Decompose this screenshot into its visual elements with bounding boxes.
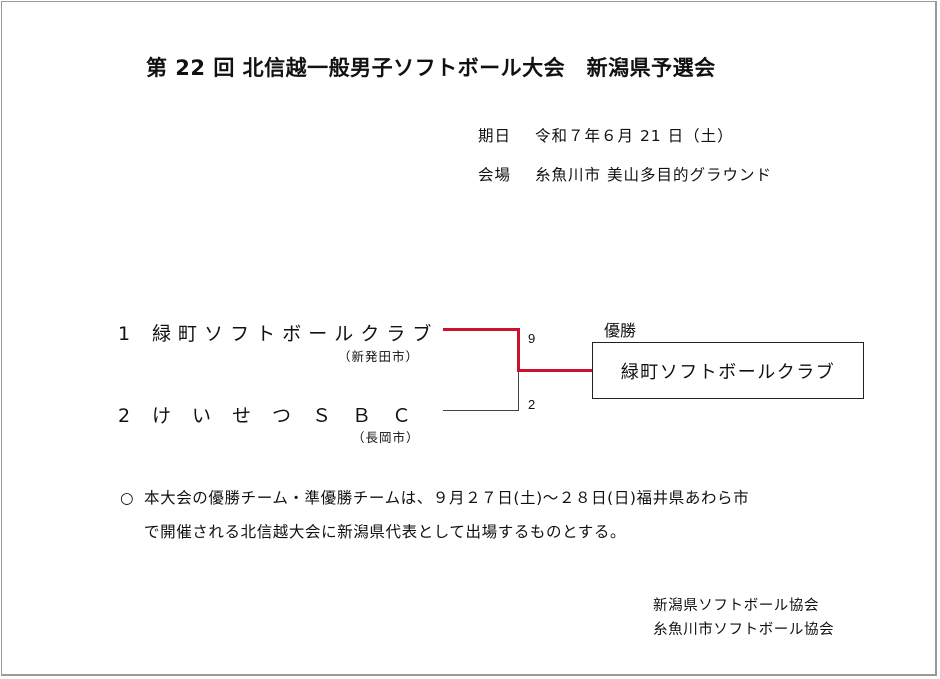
team-1-score: 9 [528,331,536,346]
bracket-line-loser-vertical [518,372,519,411]
team-2-row: 2 け い せ つ Ｓ Ｂ Ｃ [118,401,412,428]
team-1-row: 1 緑 町 ソ フ ト ボ ー ル ク ラ ブ [118,319,432,346]
note-text-2: で開催される北信越大会に新潟県代表として出場するものとする。 [144,523,627,541]
team-2-name: け い せ つ Ｓ Ｂ Ｃ [152,405,413,427]
venue-row: 会場 糸魚川市 美山多目的グラウンド [478,163,772,185]
date-label: 期日 [478,127,512,145]
date-row: 期日 令和７年６月 21 日（土） [478,124,734,146]
organizer-2: 糸魚川市ソフトボール協会 [653,622,835,638]
champion-label: 優勝 [604,321,637,340]
team-1-city: （新発田市） [338,349,420,364]
team-2-city: （長岡市） [352,430,420,445]
champion-name: 緑町ソフトボールクラブ [620,361,836,383]
team-1-name: 緑 町 ソ フ ト ボ ー ル ク ラ ブ [152,323,432,345]
page-title: 第 22 回 北信越一般男子ソフトボール大会 新潟県予選会 [146,56,716,80]
bracket-line-winner-vertical [517,328,520,372]
bracket-line-loser-bottom [443,410,519,411]
team-1-seed: 1 [118,323,131,345]
venue-value: 糸魚川市 美山多目的グラウンド [535,166,772,184]
venue-label: 会場 [478,166,512,184]
note-line-1: ○ 本大会の優勝チーム・準優勝チームは、９月２７日(土)～２８日(日)福井県あわら… [120,486,749,508]
bracket-line-winner-top [443,328,520,331]
organizer-1: 新潟県ソフトボール協会 [653,598,820,614]
note-text-1: 本大会の優勝チーム・準優勝チームは、９月２７日(土)～２８日(日)福井県あわら市 [144,489,750,507]
bracket-line-winner-final [517,369,593,372]
team-2-score: 2 [528,397,536,412]
team-2-seed: 2 [118,405,131,427]
champion-box: 緑町ソフトボールクラブ [592,342,864,399]
date-value: 令和７年６月 21 日（土） [535,127,734,145]
note-bullet: ○ [120,489,135,507]
